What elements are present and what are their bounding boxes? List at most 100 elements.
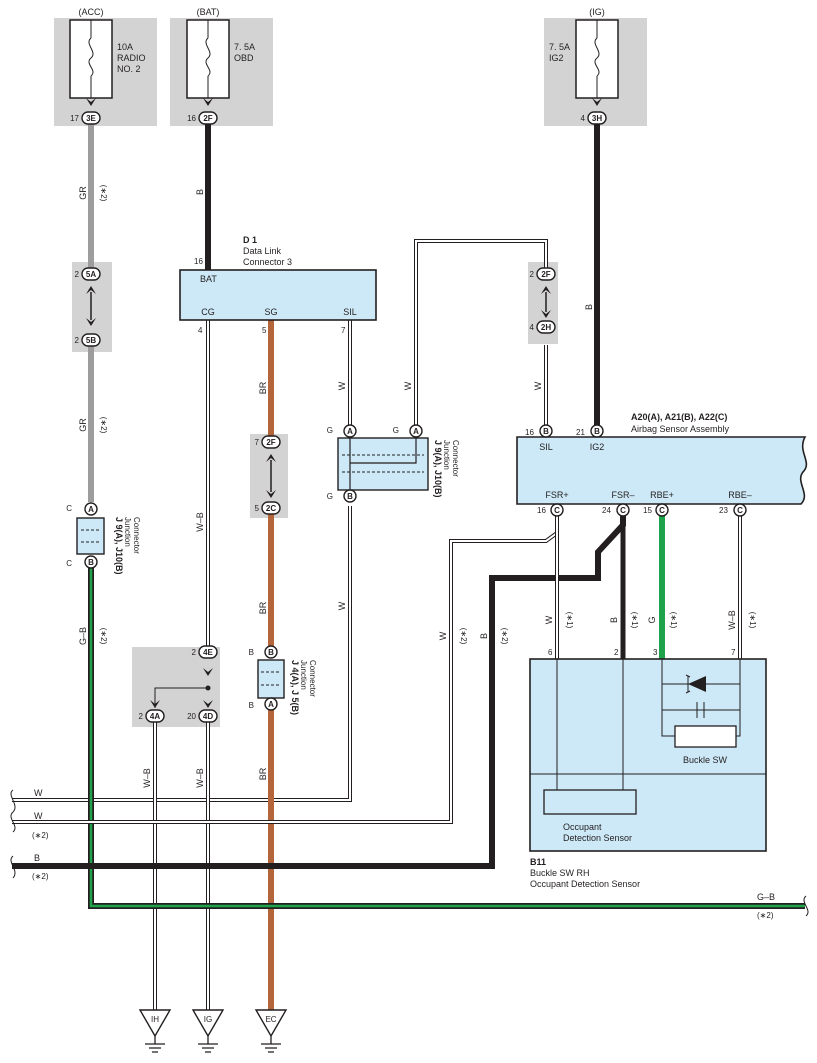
connector-pill: 5B2 [75,333,101,347]
connector-code: 3E [86,114,96,123]
junction-label: Junction [442,440,451,470]
wire-color-label: W [403,381,413,390]
connector-code: 2H [541,323,551,332]
pin-number: 23 [719,506,728,515]
wire-color-label: W–B [727,610,737,630]
wire-color-label: B [34,853,40,863]
connector-pill: 4A 2 [139,709,165,723]
connector-code: 4A [150,712,160,721]
wire-color-label: G–B [757,892,775,902]
junction-connector-j4: B B J 4(A), J 5(B) Junction Connector [249,648,317,715]
connector-pill: 3H4 [581,111,607,125]
fuse-bat: (BAT) 7. 5A OBD [170,7,273,126]
connector-pill: C [655,503,669,517]
wire-color-label: G [647,616,657,623]
wire-color-label: W [337,601,347,610]
pin-number: 4 [198,326,203,335]
wire-note: (∗2) [757,911,774,920]
connector-pin: 20 [187,712,196,721]
connector-pill: C [550,503,564,517]
connector-pin: 16 [187,114,196,123]
wire-color-label: B [479,633,489,639]
wire-color-label: G–B [78,627,88,645]
wire-note: (∗2) [500,628,509,645]
connector-pin: 2 [75,336,80,345]
junction-label-2: Connector [308,660,317,697]
wire-color-label: W [544,615,554,624]
fuse-name: IG2 [549,53,564,63]
connector-code: 4E [203,648,213,657]
wire-color-label: W [34,788,43,798]
wire-color-label: W [337,381,347,390]
terminal-label: SIL [539,442,553,452]
pin-code: B [249,648,254,657]
wire-color-label: W [34,811,43,821]
connector-pill: B [343,489,357,503]
junction-label-2: Connector [132,517,141,554]
junction-label-2: Connector [451,440,460,477]
connector-pill: 3E 17 [70,111,101,125]
pin-code: G [327,492,333,501]
connector-pin: 2 [139,712,144,721]
capacitor-icon [696,702,705,718]
connector-pill: C [616,503,630,517]
wire-color-label: BR [258,381,268,394]
pin-number: 16 [537,506,546,515]
pin-number: 2 [614,648,619,657]
connector-pill: A [84,502,98,516]
terminal-label: RBE+ [650,490,674,500]
connector-code: C [554,506,560,515]
fuse-source-label: (ACC) [79,7,104,17]
buckle-switch-label: Buckle SW [683,755,728,765]
wire-color-label: GR [78,418,88,432]
pin-number: 16 [525,428,534,437]
buckle-switch-assembly: 6 2 3 7 Buckle SW Occupant Detection Sen… [529,648,767,889]
terminal-label: CG [201,307,215,317]
connector-pin: 4 [581,114,586,123]
connector-code: 2F [266,438,275,447]
junction-label: Junction [299,660,308,690]
wire-color-label: W [533,381,543,390]
fuse-rating: 7. 5A [234,42,255,52]
pin-code: C [66,504,72,513]
connector-pill: B [84,555,98,569]
data-link-connector: D 1 Data Link Connector 3 16 BAT CG SG S… [179,235,377,335]
pin-code: B [249,701,254,710]
terminal-label: SIL [343,307,357,317]
pin-code: C [66,559,72,568]
connector-pin: 5 [255,504,260,513]
junction-connector-left: C C J 9(A), J10(B) Junction Connector [66,504,141,575]
buckle-switch-icon [674,725,737,748]
pin-code: G [327,426,333,435]
connector-pill: A [264,697,278,711]
connector-pill: B [590,424,604,438]
wire-note: (∗2) [99,628,108,645]
connector-pill: C [733,503,747,517]
wire-note: (∗2) [99,185,108,202]
wire-color-label: BR [258,601,268,614]
connector-code: 4D [203,712,213,721]
wire-color-label: BR [258,767,268,780]
connector-pill: 4D 20 [187,709,218,723]
connector-pin: 2 [192,648,197,657]
fuse-source-label: (BAT) [197,7,220,17]
connector-code: C [659,506,665,515]
pin-number: 15 [643,506,652,515]
connector-pin: 17 [70,114,79,123]
wire-note: (∗1) [748,612,757,629]
ground-label: IH [151,1015,159,1024]
component-id: A20(A), A21(B), A22(C) [631,412,727,422]
terminal-label: BAT [200,274,217,284]
connector-code: 2C [266,504,276,513]
terminal-label: FSR– [611,490,634,500]
fuse-acc: (ACC) 10A RADIO NO. 2 [54,7,157,126]
connector-code: B [347,492,353,501]
fuse-rating: 10A [117,42,133,52]
component-name-2: Occupant Detection Sensor [530,879,640,889]
connector-pill: 2F7 [255,435,281,449]
connector-code: A [268,700,274,709]
terminal-label: IG2 [590,442,605,452]
connector-code: B [88,558,94,567]
wire-color-label: W [438,631,448,640]
